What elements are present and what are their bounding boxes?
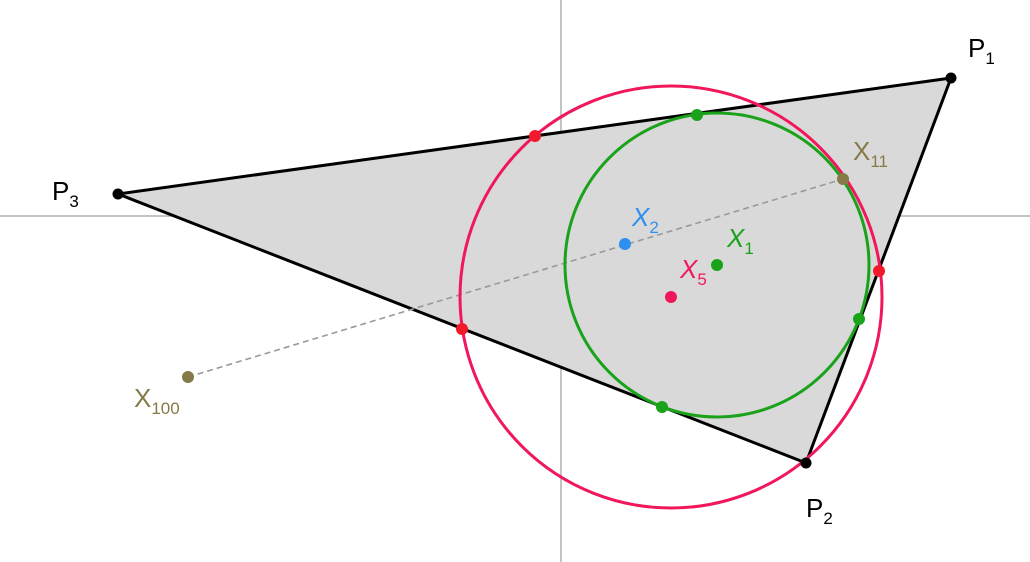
- point-x1: [711, 259, 723, 271]
- green-point: [656, 401, 668, 413]
- green-point: [691, 109, 703, 121]
- dashed-line-x100-x11: [187, 178, 844, 378]
- red-circle: [458, 84, 884, 510]
- point-x11: [837, 173, 849, 185]
- red-point: [529, 130, 541, 142]
- label-x2: X2: [631, 202, 659, 237]
- vertex-p2: [800, 457, 812, 469]
- green-circle: [563, 111, 871, 419]
- label-x5: X5: [679, 254, 707, 289]
- vertex-p3: [112, 188, 124, 200]
- point-x5: [665, 291, 677, 303]
- green-point: [853, 313, 865, 325]
- red-point: [456, 323, 468, 335]
- label-x1: X1: [726, 223, 754, 258]
- red-point: [873, 265, 885, 277]
- label-x11: X11: [853, 136, 888, 171]
- vertex-p1: [945, 72, 957, 84]
- label-x100: X100: [134, 383, 180, 418]
- label-p3: P3: [52, 176, 79, 211]
- point-x2: [619, 238, 631, 250]
- point-x100: [182, 371, 194, 383]
- label-p2: P2: [806, 493, 833, 528]
- label-p1: P1: [968, 33, 995, 68]
